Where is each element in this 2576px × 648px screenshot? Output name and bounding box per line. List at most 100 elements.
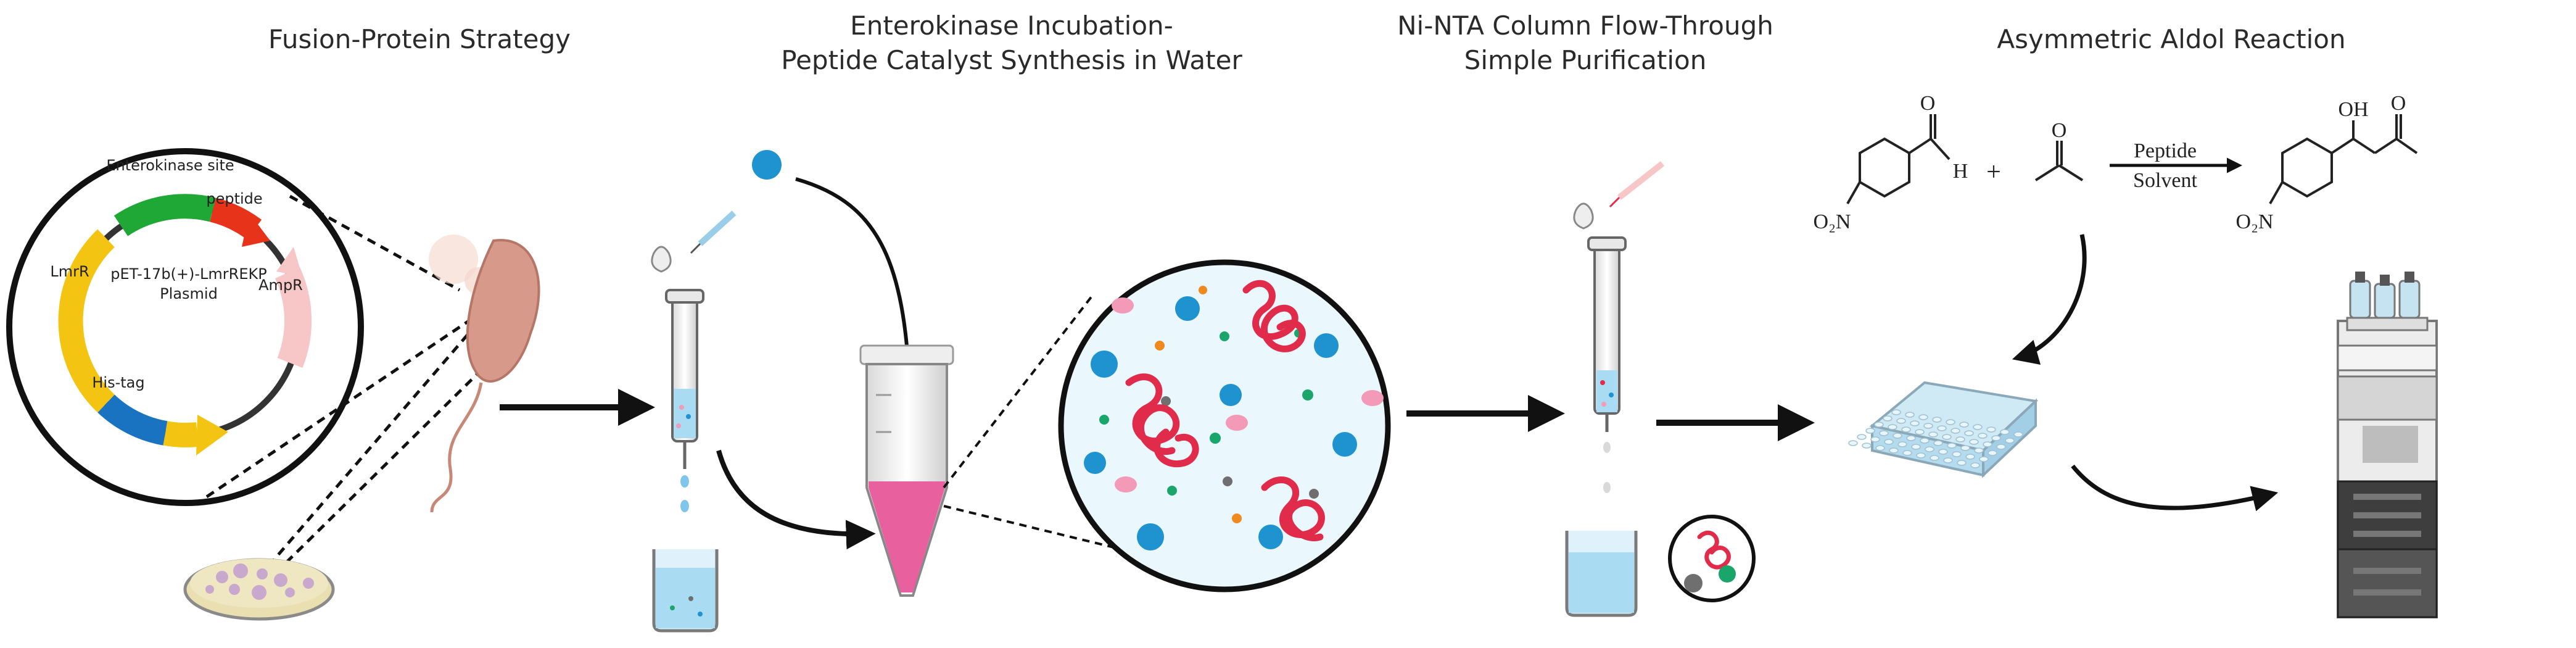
plate-well [1923, 423, 1933, 429]
plate-well [1960, 445, 1970, 451]
reagent-peptide: Peptide [2134, 139, 2197, 162]
plate-well [1875, 445, 1885, 451]
plate-well [2013, 431, 2023, 438]
zoom-bead [1199, 286, 1207, 294]
plate-well [1946, 419, 1955, 425]
plate-well [1957, 460, 1967, 466]
plate-well [1937, 425, 1947, 431]
incubation-title: Enterokinase Incubation- Peptide Catalys… [759, 9, 1265, 78]
plate-well [1889, 447, 1899, 454]
zoom-peptides [1125, 280, 1325, 541]
plate-well [1970, 462, 1980, 468]
plate-well [1996, 444, 2006, 450]
plate-well [1891, 409, 1901, 415]
plate-well [1969, 439, 1979, 445]
drops-1 [680, 475, 689, 512]
histag-segment [97, 394, 168, 446]
product-oh: OH [2338, 98, 2368, 121]
histag-label: His-tag [92, 374, 144, 391]
zoom-bead [1232, 513, 1242, 523]
aldehyde-h: H [1953, 160, 1968, 183]
purification-title-line2: Simple Purification [1464, 45, 1707, 75]
beaker-1 [652, 549, 719, 633]
hplc-instrument [2337, 272, 2438, 618]
plate-well [1978, 433, 1988, 439]
zoom-bead [1314, 333, 1339, 358]
drops-2 [1603, 442, 1611, 493]
plate-well [1951, 428, 1960, 434]
plate-well [1920, 438, 1930, 444]
plate-well [1906, 435, 1916, 441]
nitro-right: O₂N [2236, 210, 2274, 233]
aldehyde-structure [1846, 114, 1951, 204]
plate-well [1955, 436, 1965, 442]
curved-arrow-column-to-tube [716, 449, 876, 550]
plasmid-name-line1: pET-17b(+)-LmrREKP [110, 265, 266, 283]
product-o: O [2391, 92, 2406, 115]
curved-arrow-to-plate [2012, 234, 2087, 365]
plate-well [1879, 430, 1889, 436]
plate-well [1857, 434, 1867, 440]
plate-well [1974, 447, 1984, 454]
zoom-beads [1084, 286, 1384, 550]
plus-sign: + [1986, 158, 2001, 186]
aldehyde-o: O [1920, 92, 1936, 115]
enterokinase-segment [114, 194, 216, 236]
plate-well [1918, 414, 1928, 420]
plate-well [1930, 455, 1939, 461]
peptide-label: peptide [206, 190, 262, 207]
lmrr-arrow [163, 421, 199, 447]
plate-well [1925, 446, 1934, 452]
plate-well [1933, 440, 1943, 446]
plate-well [1893, 433, 1902, 439]
plate-well [1932, 417, 1942, 423]
plate-well [1964, 430, 1974, 436]
plate-well [1986, 426, 1996, 433]
plate-well [1888, 424, 1897, 430]
zoom-bead [1137, 523, 1164, 550]
plate-well [1865, 428, 1875, 434]
beaker-2 [1565, 531, 1638, 617]
purification-title: Ni-NTA Column Flow-Through Simple Purifi… [1388, 9, 1783, 78]
plate-well [1952, 451, 1962, 457]
beaker-zoom-circle [1668, 515, 1756, 602]
zoom-bead [1332, 432, 1357, 457]
plate-well [2005, 438, 2015, 444]
plate-well [1870, 436, 1880, 442]
plasmid-map [58, 194, 312, 455]
zoom-bead-pink [1112, 297, 1134, 314]
zoom-bead [1309, 489, 1319, 499]
zoom-bead [1161, 396, 1171, 406]
column-2 [1573, 202, 1627, 432]
plate-well [1916, 452, 1926, 459]
plate-well [1943, 457, 1953, 463]
plate-well [1884, 439, 1894, 445]
plate-well [1862, 442, 1872, 449]
zoom-bead [1258, 525, 1283, 549]
plate-well [1911, 444, 1921, 450]
pipette-2 [1609, 161, 1665, 208]
zoom-lines-plasmid [205, 194, 489, 584]
bacterium [429, 235, 540, 513]
zoom-bead [1175, 296, 1200, 321]
nitro-left: O₂N [1814, 210, 1851, 233]
plate-well [1874, 422, 1884, 428]
eppendorf-tube [859, 344, 954, 597]
product-structure [2269, 114, 2418, 204]
pipette-1 [690, 210, 737, 254]
plate-well [2000, 429, 2010, 435]
zoom-bead [1155, 341, 1165, 351]
plate-well [1979, 456, 1989, 462]
zoom-bead [1220, 331, 1229, 341]
plate-well [1848, 440, 1858, 446]
incubation-title-line2: Peptide Catalyst Synthesis in Water [781, 45, 1242, 75]
incubation-title-line1: Enterokinase Incubation- [850, 10, 1173, 41]
plate-well [1910, 420, 1920, 426]
zoom-bead [1167, 486, 1177, 496]
plate-well [1988, 450, 1997, 456]
zoom-bead [1210, 433, 1221, 444]
ampr-segment [275, 267, 312, 368]
acetone-structure [2034, 141, 2084, 181]
aldol-title: Asymmetric Aldol Reaction [1997, 24, 2346, 54]
